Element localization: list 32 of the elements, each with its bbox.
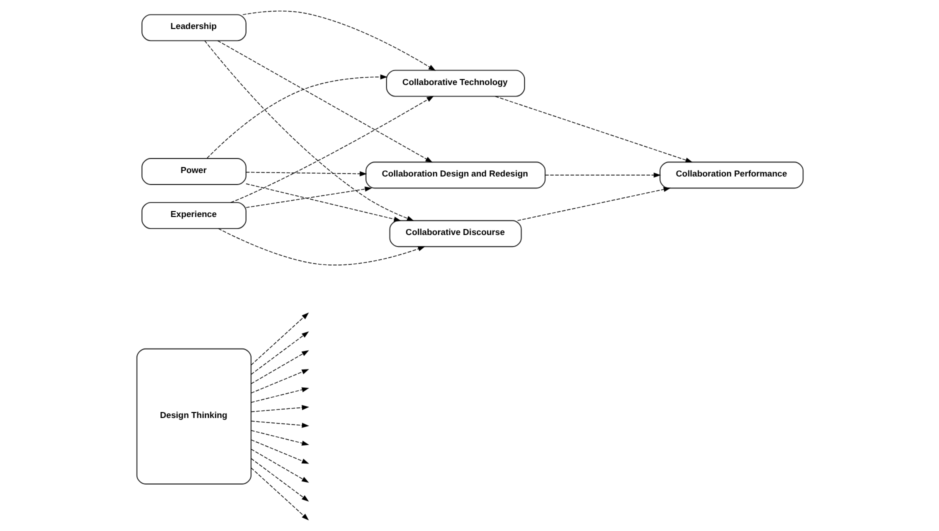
arrow [216, 40, 432, 163]
arrow [206, 74, 388, 159]
arrow [250, 458, 308, 502]
arrow [250, 420, 309, 428]
arrow [516, 186, 670, 221]
arrow [245, 171, 366, 176]
arrow [494, 96, 692, 162]
node-box: Collaborative Technology [386, 70, 525, 97]
node-box: Collaboration Performance [659, 162, 804, 189]
node-box: Collaborative Discourse [388, 220, 522, 248]
arrow [250, 439, 309, 464]
node-box: Experience [140, 202, 246, 230]
arrow [218, 228, 425, 266]
arrow [250, 312, 308, 366]
arrow [250, 387, 309, 403]
node-box: Design Thinking [136, 348, 252, 484]
arrow [230, 96, 434, 203]
arrow [245, 186, 372, 208]
arrow [250, 448, 308, 483]
node-box: Collaboration Design and Redesign [364, 162, 546, 189]
arrow [242, 10, 436, 71]
arrow [250, 350, 309, 384]
arrow [544, 172, 660, 178]
arrow [250, 467, 308, 520]
arrow [250, 369, 309, 394]
arrow [250, 430, 309, 446]
arrow [204, 40, 414, 221]
arrow [250, 331, 308, 375]
arrow [245, 183, 401, 222]
node-box: Leadership [140, 14, 246, 42]
arrow [250, 405, 309, 412]
node-box: Power [140, 158, 246, 185]
